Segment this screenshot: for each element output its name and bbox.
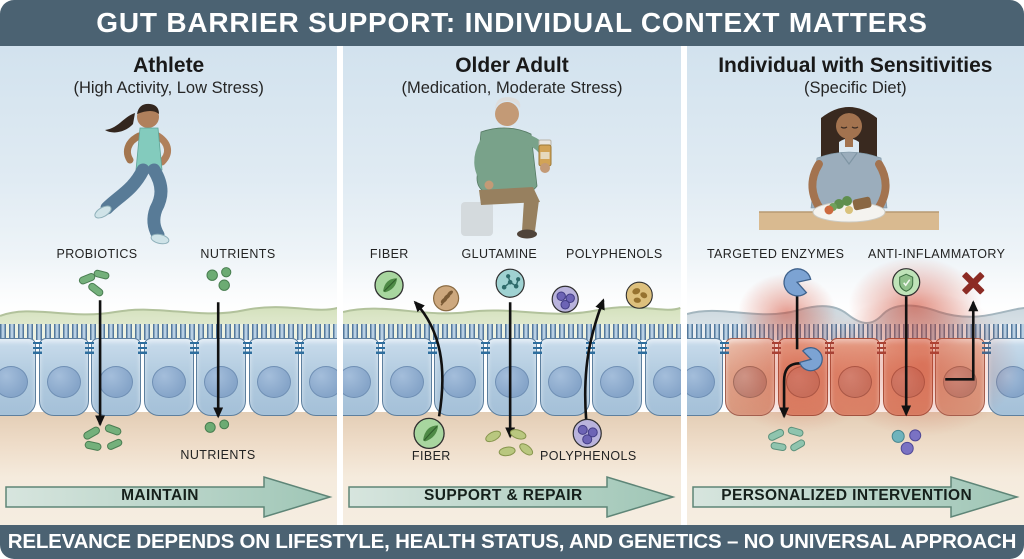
- label-targeted-enzymes: TARGETED ENZYMES: [706, 247, 845, 261]
- tight-junction-icon: [85, 342, 94, 355]
- epithelial-cell: [196, 338, 247, 416]
- label-fiber-bottom: FIBER: [411, 449, 451, 463]
- tight-junction-icon: [295, 342, 304, 355]
- epithelial-cell: [38, 338, 89, 416]
- epithelial-cells: [0, 338, 338, 418]
- tight-junction-icon: [138, 342, 147, 355]
- sensitive-individual-figure: [758, 107, 939, 230]
- panel-title: Older Adult: [455, 54, 569, 77]
- label-anti-inflammatory: ANTI-INFLAMMATORY: [867, 247, 1006, 261]
- tight-junction-icon: [638, 342, 648, 355]
- panel-subtitle: (Specific Diet): [803, 79, 907, 97]
- athlete-runner-figure: [94, 103, 171, 245]
- action-arrow-maintain: [4, 474, 334, 520]
- action-label: PERSONALIZED INTERVENTION: [721, 487, 973, 504]
- epithelial-cell-inflamed: [725, 338, 776, 416]
- action-label: SUPPORT & REPAIR: [424, 487, 583, 504]
- microvilli: [0, 324, 338, 340]
- tight-junction-icon: [586, 342, 596, 355]
- epithelial-cell: [0, 338, 37, 416]
- panel-athlete: Athlete (High Activity, Low Stress) PROB…: [0, 46, 338, 525]
- label-nutrients-bottom: NUTRIENTS: [180, 448, 256, 462]
- label-polyphenols-bottom: POLYPHENOLS: [540, 449, 637, 463]
- epithelial-cell: [686, 338, 723, 416]
- tight-junction-icon: [190, 342, 199, 355]
- panel-sensitivities: Individual with Sensitivities (Specific …: [686, 46, 1024, 525]
- label-probiotics: PROBIOTICS: [56, 247, 138, 261]
- epithelial-cell-inflamed: [830, 338, 881, 416]
- main-title: GUT BARRIER SUPPORT: INDIVIDUAL CONTEXT …: [96, 7, 928, 38]
- action-label: MAINTAIN: [121, 487, 199, 504]
- title-banner: GUT BARRIER SUPPORT: INDIVIDUAL CONTEXT …: [0, 0, 1024, 46]
- tight-junction-icon: [243, 342, 252, 355]
- epithelial-cell: [486, 338, 538, 416]
- panel-subtitle: (High Activity, Low Stress): [73, 79, 264, 97]
- epithelial-cell: [539, 338, 590, 416]
- label-polyphenols-top: POLYPHENOLS: [566, 247, 663, 261]
- tight-junction-icon: [719, 342, 729, 355]
- tight-junction-icon: [876, 342, 886, 355]
- action-arrow-support-repair: [347, 474, 677, 520]
- tight-junction-icon: [929, 342, 939, 355]
- tight-junction-icon: [981, 342, 991, 355]
- epithelial-cell: [592, 338, 643, 416]
- tight-junction-icon: [33, 342, 42, 355]
- epithelial-cells: [343, 338, 681, 418]
- epithelial-cell: [343, 338, 380, 416]
- panel-title: Athlete: [133, 54, 205, 77]
- footer-banner: RELEVANCE DEPENDS ON LIFESTYLE, HEALTH S…: [0, 525, 1024, 559]
- epithelial-cell: [434, 338, 485, 416]
- epithelial-cell: [301, 338, 338, 416]
- tight-junction-icon: [376, 342, 386, 355]
- panel-subtitle: (Medication, Moderate Stress): [401, 79, 623, 97]
- label-fiber-top: FIBER: [369, 247, 409, 261]
- epithelial-cell: [248, 338, 299, 416]
- tight-junction-icon: [481, 342, 491, 355]
- nutrient-dots-icon: [206, 267, 232, 291]
- epithelial-cell: [644, 338, 681, 416]
- epithelial-cell: [381, 338, 432, 416]
- tight-junction-icon: [533, 342, 543, 355]
- tight-junction-icon: [771, 342, 781, 355]
- cell-nucleus: [0, 366, 29, 398]
- label-glutamine: GLUTAMINE: [461, 247, 538, 261]
- tight-junction-icon: [824, 342, 834, 355]
- epithelial-cell-inflamed: [882, 338, 933, 416]
- tight-junction-icon: [428, 342, 438, 355]
- label-nutrients-top: NUTRIENTS: [200, 247, 276, 261]
- epithelial-cell: [143, 338, 194, 416]
- epithelial-cell-inflamed: [935, 338, 986, 416]
- epithelial-cells: [686, 338, 1024, 418]
- epithelial-cell: [91, 338, 142, 416]
- epithelial-cell: [987, 338, 1024, 416]
- panel-older-adult: Older Adult (Medication, Moderate Stress…: [343, 46, 681, 525]
- footer-text: RELEVANCE DEPENDS ON LIFESTYLE, HEALTH S…: [7, 530, 1017, 553]
- epithelial-cell-inflamed: [777, 338, 828, 416]
- panel-row: Athlete (High Activity, Low Stress) PROB…: [0, 46, 1024, 525]
- older-adult-figure: [461, 97, 552, 239]
- panel-title: Individual with Sensitivities: [718, 54, 993, 77]
